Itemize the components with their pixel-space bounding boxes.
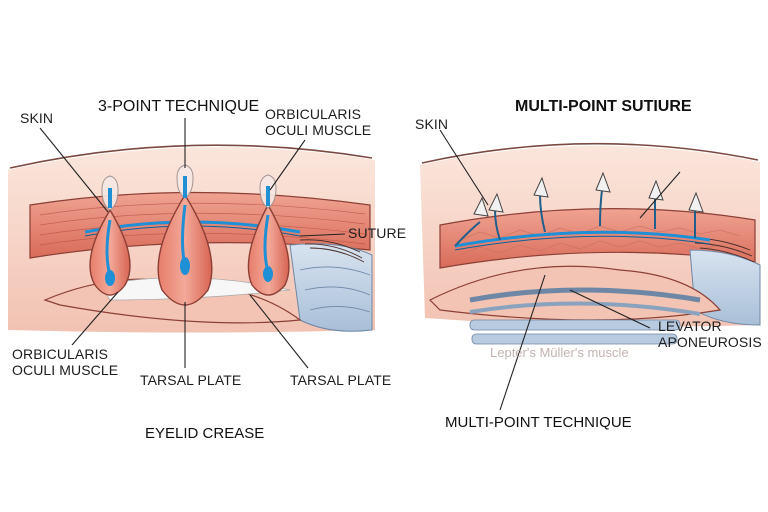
right-panel-title: MULTI-POINT SUTIURE: [515, 98, 692, 115]
label-muller-muscle-faint: Lepter's Müller's muscle: [490, 345, 629, 360]
label-levator-aponeurosis: LEVATOR APONEUROSIS: [658, 318, 762, 350]
label-suture: SUTURE: [348, 225, 407, 241]
right-eyelid-cross-section: [420, 142, 761, 345]
suture-lobe-center: [157, 193, 213, 306]
label-orbicularis-top: ORBICULARIS OCULI MUSCLE: [265, 106, 372, 138]
left-leader-lines: [39, 118, 346, 369]
left-panel-caption: EYELID CREASE: [145, 425, 265, 442]
suture-lobe-left: [89, 208, 131, 296]
label-skin-right: SKIN: [415, 116, 449, 132]
left-panel-title: 3-POINT TECHNIQUE: [98, 98, 260, 115]
label-tarsal-plate-center: TARSAL PLATE: [140, 372, 242, 388]
label-orbicularis-bottom: ORBICULARIS OCULI MUSCLE: [12, 346, 119, 378]
right-leader-lines: [439, 129, 681, 411]
suture-lobe-right: [247, 203, 290, 296]
suture-loops: [454, 189, 696, 247]
left-eyelid-cross-section: [8, 144, 375, 333]
label-skin-left: SKIN: [20, 110, 54, 126]
label-tarsal-plate-right: TARSAL PLATE: [290, 372, 392, 388]
right-panel-caption: MULTI-POINT TECHNIQUE: [445, 414, 632, 431]
